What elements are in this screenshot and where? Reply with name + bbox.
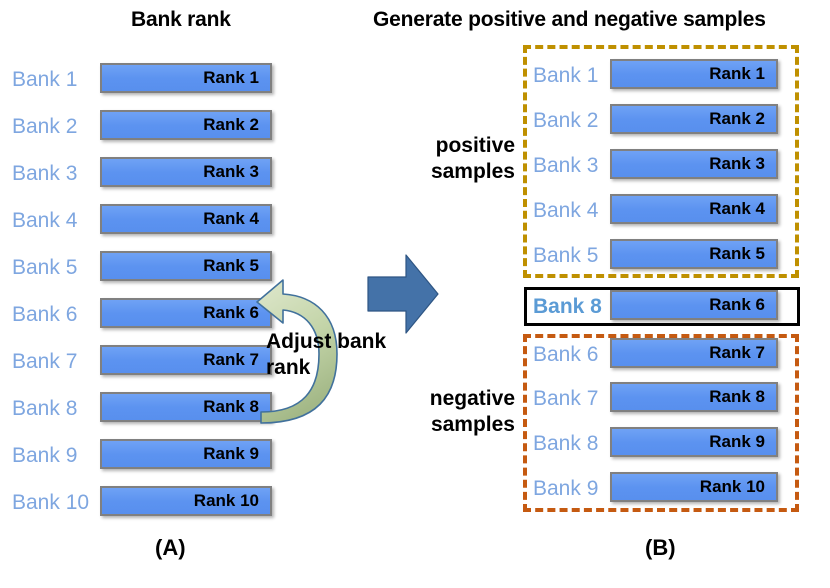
table-row: Bank 8 Rank 9	[533, 427, 805, 461]
rank-bar: Rank 7	[610, 338, 778, 368]
bank-label: Bank 4	[12, 209, 78, 232]
rank-bar: Rank 9	[100, 439, 272, 469]
positive-samples-box	[523, 45, 799, 278]
negative-samples-label: negative samples	[395, 386, 515, 438]
table-row: Bank 1 Rank 1	[533, 59, 805, 93]
rank-bar: Rank 10	[100, 486, 272, 516]
rank-bar-label: Rank 8	[709, 387, 765, 406]
negative-label-line2: samples	[430, 413, 515, 436]
bank-label: Bank 5	[533, 244, 599, 267]
table-row: Bank 5 Rank 5	[533, 239, 805, 273]
rank-bar: Rank 1	[100, 63, 272, 93]
rank-bar: Rank 4	[100, 204, 272, 234]
rank-bar: Rank 3	[100, 157, 272, 187]
table-row: Bank 3 Rank 3	[533, 149, 805, 183]
table-row: Bank 5 Rank 5	[12, 251, 282, 285]
adjust-bank-rank-label: Adjust bank rank	[266, 329, 406, 381]
rank-bar-label: Rank 1	[203, 68, 259, 87]
table-row: Bank 8 Rank 8	[12, 392, 282, 426]
bank-label-emphasis: Bank 8	[533, 295, 602, 318]
adjust-label-line2: rank	[266, 356, 311, 379]
rank-bar-label: Rank 6	[709, 295, 765, 314]
rank-bar-label: Rank 10	[699, 477, 765, 496]
rank-bar: Rank 9	[610, 427, 778, 457]
bank-label: Bank 2	[12, 115, 78, 138]
negative-label-line1: negative	[429, 387, 515, 410]
rank-bar: Rank 10	[610, 472, 778, 502]
bank-label: Bank 3	[12, 162, 78, 185]
positive-samples-label: positive samples	[395, 133, 515, 185]
rank-bar-label: Rank 2	[203, 115, 259, 134]
rank-bar-label: Rank 7	[709, 343, 765, 362]
bank-label: Bank 4	[533, 199, 599, 222]
table-row: Bank 7 Rank 8	[533, 382, 805, 416]
rank-bar: Rank 8	[610, 382, 778, 412]
rank-bar-label: Rank 6	[203, 303, 259, 322]
bank-label: Bank 7	[533, 387, 599, 410]
rank-bar: Rank 5	[100, 251, 272, 281]
bank-label: Bank 9	[533, 477, 599, 500]
table-row: Bank 4 Rank 4	[12, 204, 282, 238]
rank-bar-label: Rank 2	[709, 109, 765, 128]
table-row: Bank 3 Rank 3	[12, 157, 282, 191]
bank-label: Bank 5	[12, 256, 78, 279]
rank-bar-label: Rank 9	[203, 444, 259, 463]
table-row: Bank 2 Rank 2	[533, 104, 805, 138]
rank-bar: Rank 5	[610, 239, 778, 269]
highlight-table-row: Bank 8 Rank 6	[533, 290, 805, 324]
rank-bar-label: Rank 4	[709, 199, 765, 218]
bank-label: Bank 10	[12, 491, 90, 514]
bank-label: Bank 1	[12, 68, 78, 91]
table-row: Bank 1 Rank 1	[12, 63, 282, 97]
bank-label: Bank 1	[533, 64, 599, 87]
table-row: Bank 7 Rank 7	[12, 345, 282, 379]
table-row: Bank 4 Rank 4	[533, 194, 805, 228]
panel-b-title: Generate positive and negative samples	[373, 8, 766, 31]
bank-label: Bank 7	[12, 350, 78, 373]
rank-bar: Rank 6	[100, 298, 272, 328]
rank-bar: Rank 8	[100, 392, 272, 422]
panel-a-title: Bank rank	[131, 8, 231, 31]
bank-label: Bank 9	[12, 444, 78, 467]
bank-label: Bank 8	[12, 397, 78, 420]
bank-label: Bank 6	[12, 303, 78, 326]
rank-bar-label: Rank 5	[203, 256, 259, 275]
rank-bar: Rank 3	[610, 149, 778, 179]
rank-bar: Rank 1	[610, 59, 778, 89]
right-arrow-icon	[367, 254, 439, 334]
bank-label: Bank 2	[533, 109, 599, 132]
bank-label: Bank 6	[533, 343, 599, 366]
table-row: Bank 6 Rank 7	[533, 338, 805, 372]
table-row: Bank 9 Rank 10	[533, 472, 805, 506]
rank-bar-label: Rank 3	[203, 162, 259, 181]
rank-bar-label: Rank 3	[709, 154, 765, 173]
rank-bar-label: Rank 7	[203, 350, 259, 369]
table-row: Bank 9 Rank 9	[12, 439, 282, 473]
rank-bar: Rank 2	[100, 110, 272, 140]
adjust-label-line1: Adjust bank	[266, 330, 387, 353]
rank-bar-label: Rank 4	[203, 209, 259, 228]
table-row: Bank 6 Rank 6	[12, 298, 282, 332]
rank-bar: Rank 6	[610, 290, 778, 320]
negative-samples-box	[523, 334, 799, 512]
adjust-rank-curved-arrow-icon	[256, 279, 338, 424]
rank-bar-label: Rank 9	[709, 432, 765, 451]
table-row: Bank 2 Rank 2	[12, 110, 282, 144]
panel-a-caption: (A)	[155, 535, 186, 560]
rank-bar-label: Rank 10	[193, 491, 259, 510]
bank-label: Bank 3	[533, 154, 599, 177]
rank-bar-label: Rank 5	[709, 244, 765, 263]
rank-bar-label: Rank 1	[709, 64, 765, 83]
rank-bar-label: Rank 8	[203, 397, 259, 416]
rank-bar: Rank 2	[610, 104, 778, 134]
rank-bar: Rank 4	[610, 194, 778, 224]
positive-label-line1: positive	[435, 134, 515, 157]
rank-bar: Rank 7	[100, 345, 272, 375]
panel-b-caption: (B)	[645, 535, 676, 560]
positive-label-line2: samples	[430, 160, 515, 183]
table-row: Bank 10 Rank 10	[12, 486, 282, 520]
bank-label: Bank 8	[533, 432, 599, 455]
